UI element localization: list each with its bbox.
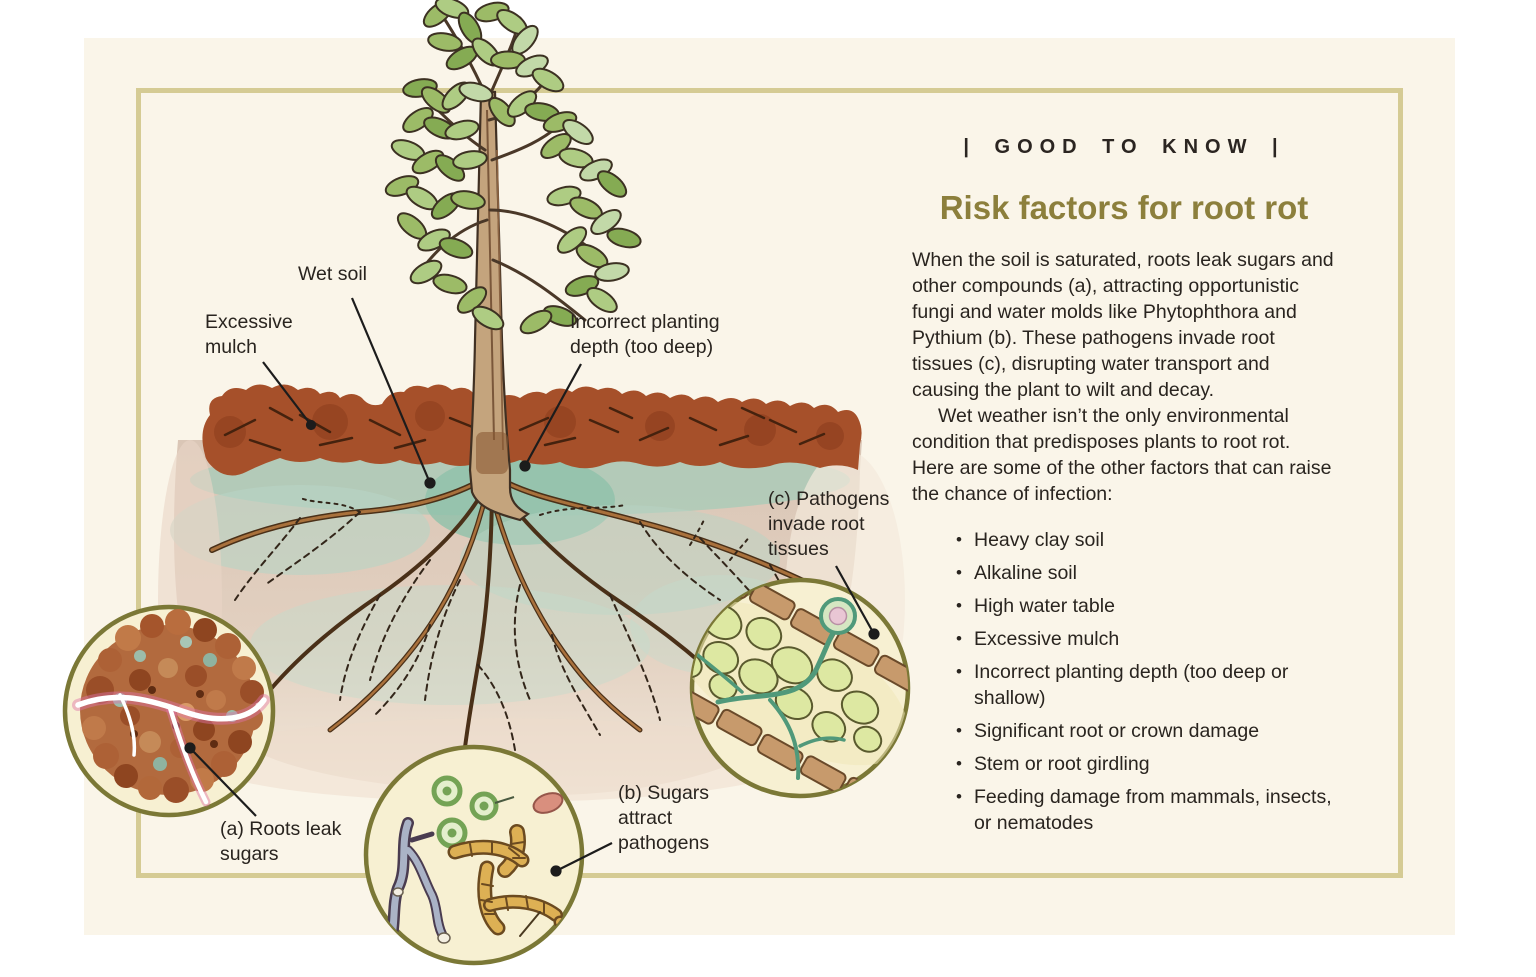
label-roots-leak-sugars: (a) Roots leak sugars xyxy=(220,818,342,865)
list-item: Feeding damage from mammals, insects, or… xyxy=(912,784,1336,836)
panel-border-frame xyxy=(136,88,1403,878)
list-item: Heavy clay soil xyxy=(912,527,1336,553)
list-item: Incorrect planting depth (too deep or sh… xyxy=(912,659,1336,711)
page-title: Risk factors for root rot xyxy=(939,189,1309,226)
list-item: High water table xyxy=(912,593,1336,619)
risk-factor-list: Heavy clay soil Alkaline soil High water… xyxy=(912,527,1336,836)
intro-paragraph: When the soil is saturated, roots leak s… xyxy=(912,249,1334,401)
label-sugars-attract: (b) Sugars attract pathogens xyxy=(618,782,710,854)
list-item: Alkaline soil xyxy=(912,560,1336,586)
leader-lines xyxy=(184,297,880,877)
good-to-know-sidebar: | GOOD TO KNOW | Risk factors for root r… xyxy=(912,136,1336,843)
kicker-good-to-know: | GOOD TO KNOW | xyxy=(963,136,1285,158)
label-planting-depth: Incorrect planting depth (too deep) xyxy=(570,311,720,358)
inset-c-pathogens-invade xyxy=(689,577,911,799)
inset-a-roots-leak-sugars xyxy=(62,604,276,818)
label-pathogens-invade: (c) Pathogens invade root tissues xyxy=(768,488,890,560)
mulch-layer xyxy=(202,384,862,476)
roots xyxy=(209,473,821,774)
inset-b-pathogens xyxy=(363,744,585,966)
list-item: Excessive mulch xyxy=(912,626,1336,652)
label-wet-soil: Wet soil xyxy=(298,263,367,285)
list-item: Significant root or crown damage xyxy=(912,718,1336,744)
label-excessive-mulch: Excessive mulch xyxy=(205,311,293,358)
second-paragraph: Wet weather isn’t the only environmental… xyxy=(912,405,1332,505)
tree-canopy xyxy=(382,0,644,339)
list-item: Stem or root girdling xyxy=(912,751,1336,777)
